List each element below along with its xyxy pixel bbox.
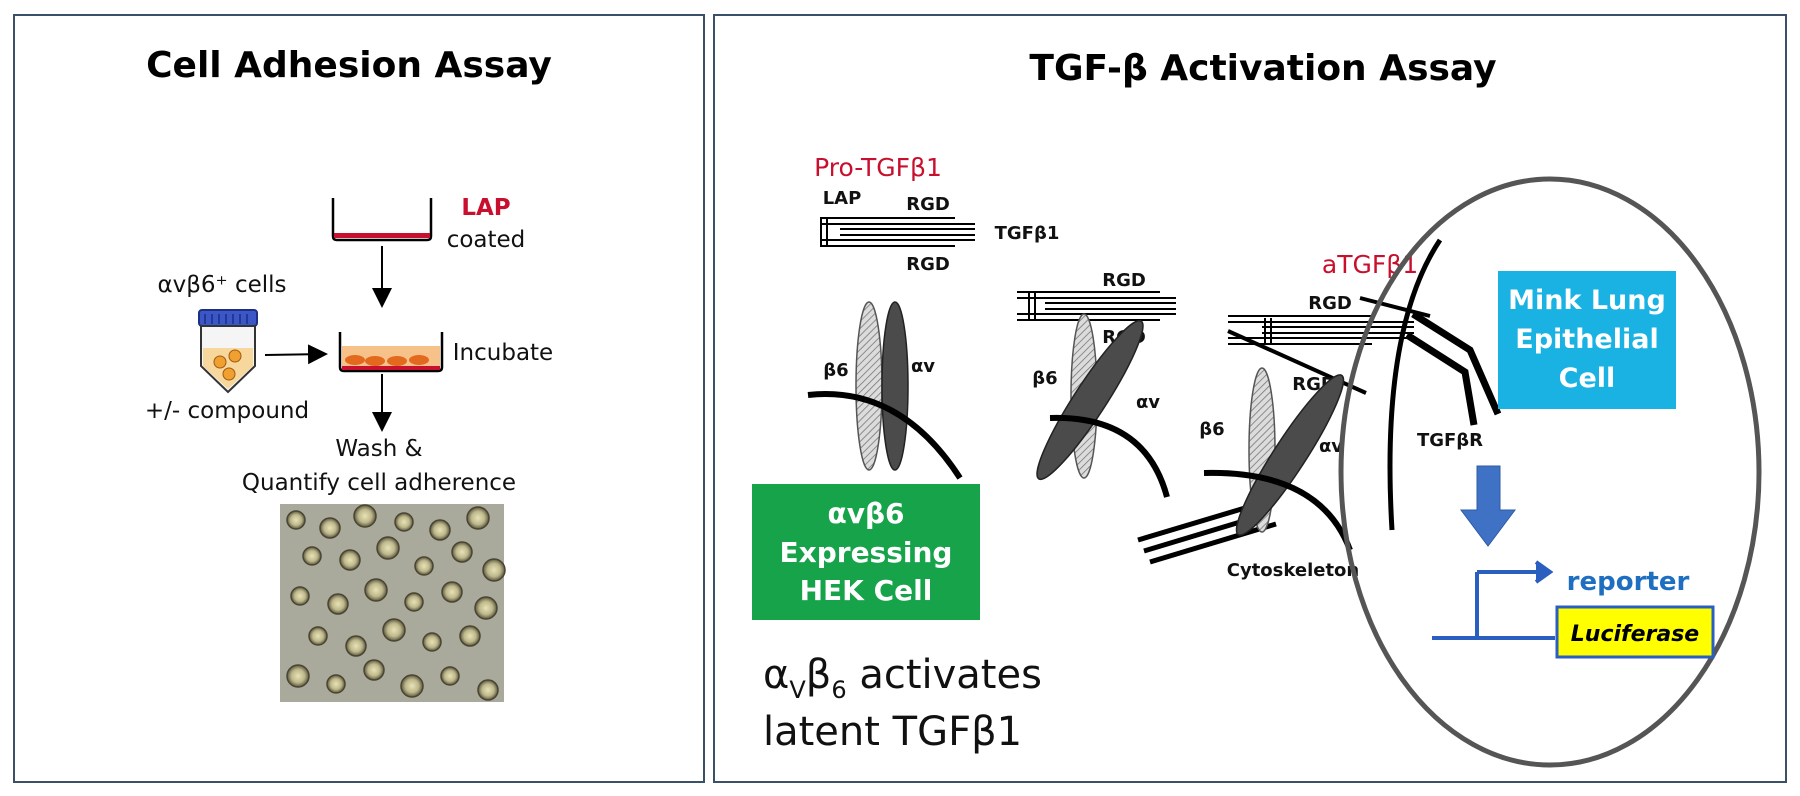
compound-label: +/- compound <box>145 398 309 424</box>
wash-label: Wash & <box>335 436 422 462</box>
micrograph-cell <box>459 625 481 647</box>
micrograph-cell <box>327 593 349 615</box>
incubation-well <box>338 332 444 373</box>
beta6-label-1: β6 <box>823 360 848 381</box>
lap-label: LAP <box>461 195 510 221</box>
pro-tgfb1-complex <box>820 217 975 247</box>
micrograph-cell <box>441 581 463 603</box>
cytoskeleton-label: Cytoskeleton <box>1227 560 1360 581</box>
micrograph-cell <box>414 556 434 576</box>
micrograph-cell <box>376 536 400 560</box>
micrograph-cell <box>482 558 506 582</box>
micrograph-cell <box>477 679 499 701</box>
micrograph-cell <box>286 664 310 688</box>
arrow-vial-to-well <box>264 344 328 365</box>
micrograph-cell <box>404 592 424 612</box>
promoter-arrow-icon <box>1432 560 1555 640</box>
alphav-label-1: αv <box>911 356 935 377</box>
micrograph-cell <box>382 618 406 642</box>
lap-small-label: LAP <box>823 188 862 209</box>
micrograph-cell <box>394 512 414 532</box>
micrograph-cell <box>326 674 346 694</box>
caption-line-1: αVβ6 activates <box>763 652 1042 704</box>
integrin-2 <box>1036 313 1170 498</box>
lap-coated-dish <box>331 198 433 242</box>
micrograph-cell <box>302 546 322 566</box>
alphav-label-3: αv <box>1319 436 1343 457</box>
cells-label: αvβ6⁺ cells <box>157 272 286 298</box>
micrograph-cell <box>308 626 328 646</box>
latent-complex-2 <box>1017 291 1176 321</box>
mink-box-line-2: Epithelial <box>1515 324 1658 355</box>
luciferase-box <box>1555 605 1715 659</box>
pro-tgfb1-label: Pro-TGFβ1 <box>814 153 942 182</box>
integrin-1 <box>807 301 963 480</box>
reporter-label: reporter <box>1567 567 1690 597</box>
coated-label: coated <box>447 227 526 253</box>
tgfbr-label: TGFβR <box>1417 430 1483 451</box>
micrograph-cell <box>363 659 385 681</box>
cell-micrograph-image <box>280 504 506 702</box>
tgfb1-small-label: TGFβ1 <box>995 223 1060 244</box>
beta6-label-3: β6 <box>1199 419 1224 440</box>
mink-box-line-3: Cell <box>1559 363 1616 394</box>
micrograph-cell <box>339 549 361 571</box>
hek-box-line-3: HEK Cell <box>800 574 933 607</box>
micrograph-cell <box>345 635 367 657</box>
cell-vial-icon <box>198 309 258 394</box>
caption-line-2: latent TGFβ1 <box>763 709 1022 755</box>
left-panel-title: Cell Adhesion Assay <box>146 45 552 86</box>
rgd-label-5: RGD <box>1308 293 1352 314</box>
rgd-label-3: RGD <box>1102 270 1146 291</box>
micrograph-cell <box>474 596 498 620</box>
left-panel-border <box>13 14 705 783</box>
luciferase-label: Luciferase <box>1571 622 1700 647</box>
signaling-arrow-icon <box>1460 465 1516 547</box>
hek-cell-box <box>752 484 980 620</box>
membrane-arc <box>1387 238 1443 531</box>
quantify-label: Quantify cell adherence <box>242 470 516 496</box>
incubate-label: Incubate <box>453 340 553 366</box>
hek-box-line-2: Expressing <box>780 536 953 569</box>
micrograph-cell <box>364 578 388 602</box>
integrin-3 <box>1137 367 1353 565</box>
micrograph-cell <box>290 586 310 606</box>
rgd-label-2: RGD <box>906 254 950 275</box>
micrograph-cell <box>286 510 306 530</box>
beta6-label-2: β6 <box>1032 368 1057 389</box>
mink-box-line-1: Mink Lung <box>1508 285 1666 316</box>
rgd-label-1: RGD <box>906 194 950 215</box>
micrograph-cell <box>440 666 460 686</box>
right-panel-title: TGF-β Activation Assay <box>1029 48 1496 89</box>
micrograph-cell <box>466 506 490 530</box>
micrograph-cell <box>429 519 451 541</box>
right-panel-border <box>713 14 1787 783</box>
micrograph-cell <box>353 504 377 528</box>
micrograph-cell <box>451 541 473 563</box>
mink-lung-box <box>1498 271 1676 409</box>
micrograph-cell <box>319 517 341 539</box>
micrograph-cell <box>400 674 424 698</box>
micrograph-cell <box>422 632 442 652</box>
tgfbr-receptor <box>1405 311 1502 426</box>
hek-box-line-1: αvβ6 <box>827 497 904 530</box>
alphav-label-2: αv <box>1136 392 1160 413</box>
mink-lung-cell-oval <box>1338 176 1762 768</box>
